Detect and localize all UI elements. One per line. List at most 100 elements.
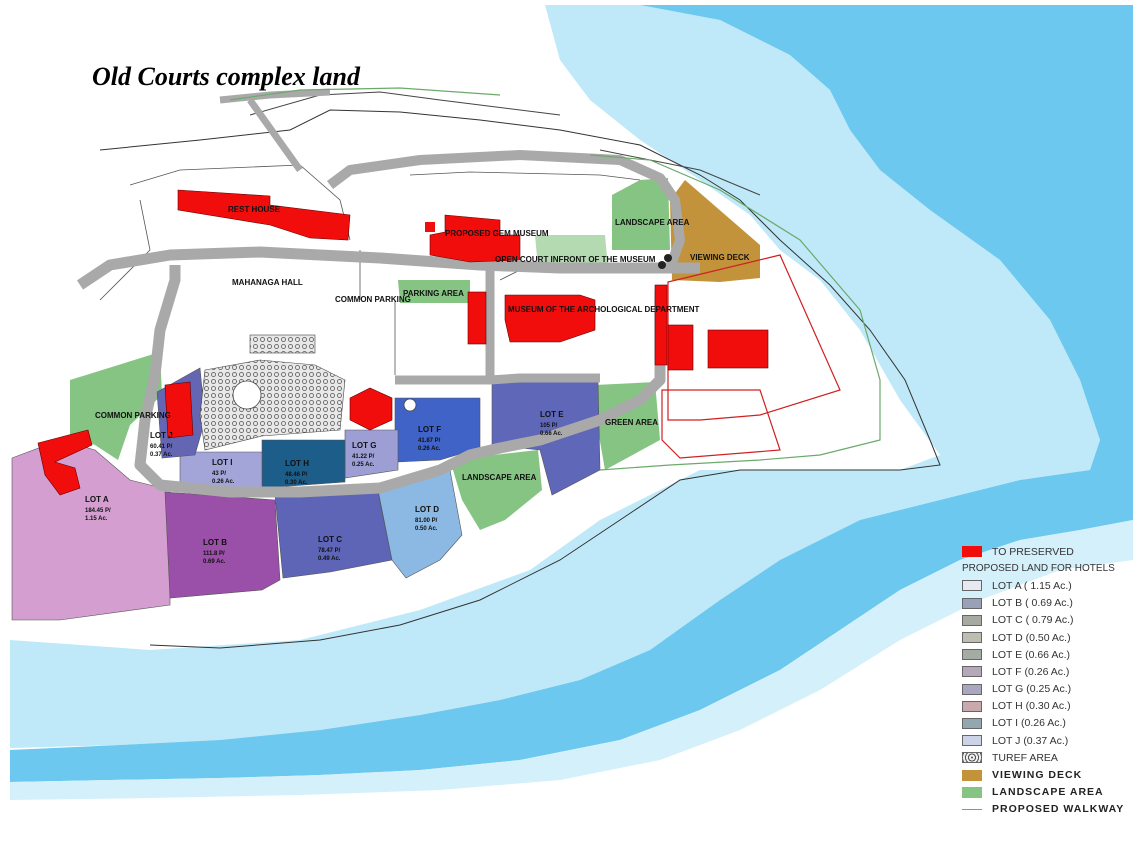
svg-text:0.25 Ac.: 0.25 Ac. bbox=[352, 462, 375, 468]
svg-text:0.26 Ac.: 0.26 Ac. bbox=[418, 446, 441, 452]
lot-a-building bbox=[37, 429, 93, 496]
svg-text:43 P/: 43 P/ bbox=[212, 471, 226, 477]
main-road bbox=[76, 246, 700, 290]
label-open-court: OPEN COURT INFRONT OF THE MUSEUM bbox=[495, 255, 656, 264]
north-road bbox=[219, 88, 331, 173]
svg-text:0.49 Ac.: 0.49 Ac. bbox=[318, 556, 341, 562]
legend-walkway: PROPOSED WALKWAY bbox=[958, 801, 1133, 818]
legend-lot-label: LOT B ( 0.69 Ac.) bbox=[992, 597, 1073, 610]
svg-text:78.47 P/: 78.47 P/ bbox=[318, 548, 341, 554]
label-parking-area: PARKING AREA bbox=[403, 289, 464, 298]
ring-road bbox=[134, 265, 666, 498]
legend-proposed-heading: PROPOSED LAND FOR HOTELS bbox=[958, 560, 1133, 577]
center-building bbox=[349, 387, 393, 431]
svg-text:41.87 P/: 41.87 P/ bbox=[418, 438, 441, 444]
top-road bbox=[327, 150, 685, 270]
lot-b bbox=[164, 491, 281, 599]
legend-lot-swatch bbox=[962, 649, 982, 661]
legend-preserved-swatch bbox=[962, 546, 982, 558]
east-building-2 bbox=[667, 324, 694, 371]
svg-text:0.37 Ac.: 0.37 Ac. bbox=[150, 452, 173, 458]
walkway-node-2 bbox=[664, 254, 672, 262]
legend-lot-swatch bbox=[962, 614, 982, 626]
legend-lot-row: LOT C ( 0.79 Ac.) bbox=[958, 612, 1133, 629]
label-common-parking-top: COMMON PARKING bbox=[335, 295, 411, 304]
label-arch-museum: MUSEUM OF THE ARCHOLOGICAL DEPARTMENT bbox=[508, 305, 700, 314]
legend-lot-swatch bbox=[962, 597, 982, 609]
legend-lot-label: LOT H (0.30 Ac.) bbox=[992, 700, 1071, 713]
label-landscape-bottom: LANDSCAPE AREA bbox=[462, 473, 537, 482]
viewing-deck-area bbox=[670, 180, 760, 282]
legend-viewing-deck-label: VIEWING DECK bbox=[992, 769, 1083, 782]
svg-text:60.41 P/: 60.41 P/ bbox=[150, 444, 173, 450]
east-building-3 bbox=[707, 329, 769, 369]
label-mahanaga-hall: MAHANAGA HALL bbox=[232, 278, 303, 287]
legend-lot-row: LOT G (0.25 Ac.) bbox=[958, 681, 1133, 698]
lot-i-label: LOT I 43 P/ 0.26 Ac. bbox=[212, 458, 235, 485]
legend-lot-label: LOT E (0.66 Ac.) bbox=[992, 648, 1071, 661]
legend-walkway-swatch bbox=[962, 808, 982, 810]
map-legend: TO PRESERVED PROPOSED LAND FOR HOTELS LO… bbox=[958, 543, 1133, 818]
legend-lot-row: LOT A ( 1.15 Ac.) bbox=[958, 577, 1133, 594]
open-court bbox=[535, 235, 608, 268]
legend-turf-label: TUREF AREA bbox=[992, 751, 1058, 764]
svg-text:LOT H: LOT H bbox=[285, 459, 309, 468]
svg-text:LOT A: LOT A bbox=[85, 495, 109, 504]
legend-lot-label: LOT I (0.26 Ac.) bbox=[992, 717, 1066, 730]
legend-lot-swatch bbox=[962, 700, 982, 712]
svg-text:184.45 P/: 184.45 P/ bbox=[85, 508, 111, 514]
lot-j-building bbox=[164, 381, 194, 439]
red-boundary-lower bbox=[661, 389, 781, 459]
parking-area bbox=[398, 280, 470, 303]
legend-lot-swatch bbox=[962, 683, 982, 695]
map-title: Old Courts complex land bbox=[92, 62, 360, 91]
legend-lot-label: LOT A ( 1.15 Ac.) bbox=[992, 579, 1072, 592]
landscape-area-bottom bbox=[450, 450, 542, 530]
legend-lot-label: LOT D (0.50 Ac.) bbox=[992, 631, 1071, 644]
legend-turf-swatch bbox=[962, 752, 982, 764]
label-gem-museum: PROPOSED GEM MUSEUM bbox=[445, 229, 549, 238]
legend-lot-swatch bbox=[962, 735, 982, 747]
lot-e-label: LOT E 105 P/ 0.66 Ac. bbox=[540, 410, 564, 437]
lot-g-label: LOT G 41.22 P/ 0.25 Ac. bbox=[352, 441, 376, 468]
lot-h-label: LOT H 48.46 P/ 0.30 Ac. bbox=[285, 459, 309, 486]
legend-lot-swatch bbox=[962, 717, 982, 729]
svg-text:LOT J: LOT J bbox=[150, 431, 173, 440]
lot-f-label: LOT F 41.87 P/ 0.26 Ac. bbox=[418, 425, 441, 452]
label-viewing-deck: VIEWING DECK bbox=[690, 253, 750, 262]
fountain bbox=[403, 398, 417, 412]
landscape-area-left bbox=[70, 352, 162, 460]
east-building-1 bbox=[654, 284, 668, 366]
legend-viewing-deck-swatch bbox=[962, 769, 982, 781]
outer-road-line bbox=[249, 91, 761, 196]
legend-lot-swatch bbox=[962, 580, 982, 592]
sea-deep bbox=[10, 5, 1133, 782]
legend-landscape-label: LANDSCAPE AREA bbox=[992, 786, 1104, 799]
turf-area bbox=[199, 359, 346, 451]
label-green-area: GREEN AREA bbox=[605, 418, 658, 427]
turf-strip bbox=[249, 334, 316, 354]
parking-building bbox=[467, 291, 487, 345]
lot-a-label: LOT A 184.45 P/ 1.15 Ac. bbox=[85, 495, 111, 522]
lot-c-label: LOT C 78.47 P/ 0.49 Ac. bbox=[318, 535, 342, 562]
legend-lot-label: LOT J (0.37 Ac.) bbox=[992, 734, 1069, 747]
legend-lot-row: LOT E (0.66 Ac.) bbox=[958, 646, 1133, 663]
label-rest-house: REST HOUSE bbox=[228, 205, 281, 214]
legend-lot-label: LOT G (0.25 Ac.) bbox=[992, 683, 1072, 696]
svg-text:LOT D: LOT D bbox=[415, 505, 439, 514]
svg-text:0.30 Ac.: 0.30 Ac. bbox=[285, 480, 308, 486]
legend-lot-swatch bbox=[962, 666, 982, 678]
svg-text:0.66 Ac.: 0.66 Ac. bbox=[540, 431, 563, 437]
svg-text:0.26 Ac.: 0.26 Ac. bbox=[212, 479, 235, 485]
roundabout bbox=[232, 380, 262, 410]
legend-lot-row: LOT I (0.26 Ac.) bbox=[958, 715, 1133, 732]
arch-museum-building bbox=[504, 294, 596, 343]
gem-museum-building bbox=[429, 214, 521, 263]
legend-proposed-heading-label: PROPOSED LAND FOR HOTELS bbox=[962, 563, 1115, 575]
sea-light bbox=[10, 5, 1100, 748]
sea-light-bottom bbox=[10, 520, 1133, 800]
svg-text:1.15 Ac.: 1.15 Ac. bbox=[85, 516, 108, 522]
legend-preserved-label: TO PRESERVED bbox=[992, 545, 1074, 558]
svg-text:LOT G: LOT G bbox=[352, 441, 376, 450]
